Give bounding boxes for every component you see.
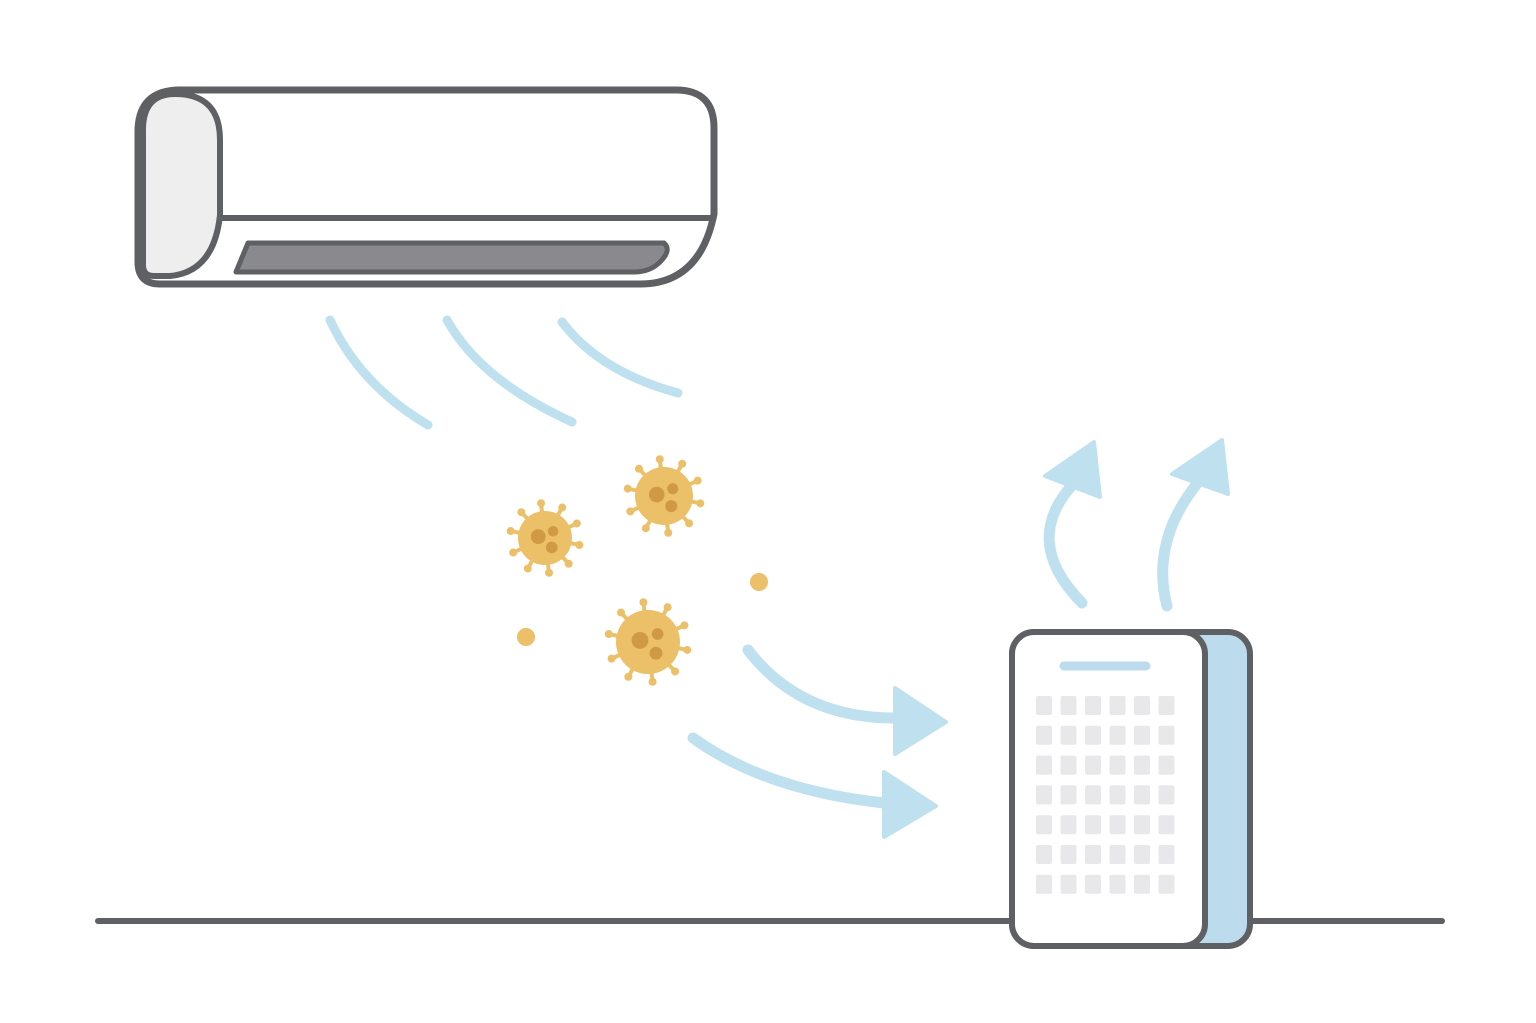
grille-cell [1060, 785, 1077, 805]
grille-cell [1134, 755, 1150, 775]
ac-vent [233, 240, 670, 275]
grille-cell [1036, 785, 1052, 805]
grille-cell [1036, 874, 1052, 894]
grille-cell [1085, 785, 1101, 805]
grille-cell [1134, 845, 1150, 864]
grille-cell [1060, 725, 1077, 745]
grille-cell [1158, 696, 1175, 715]
air-conditioner-icon [134, 86, 718, 288]
germ-icon [604, 598, 692, 686]
grille-cell [1036, 725, 1052, 745]
grille-cell [1036, 815, 1052, 835]
grille-cell [1109, 725, 1126, 745]
grille-cell [1036, 845, 1052, 864]
grille-cell [1036, 696, 1052, 715]
grille-cell [1060, 755, 1077, 775]
grille-cell [1109, 815, 1126, 835]
ac-end-cap [140, 90, 223, 279]
grille-cell [1109, 845, 1126, 864]
grille-cell [1085, 845, 1101, 864]
germ-icon [506, 499, 584, 577]
germ-icon [623, 455, 705, 537]
grille-cell [1158, 755, 1175, 775]
air-purifier-icon [1009, 629, 1253, 949]
grille-cell [1060, 696, 1077, 715]
grille-cell [1036, 755, 1052, 775]
grille-cell [1109, 785, 1126, 805]
airflow-line [325, 315, 433, 430]
grille-cell [1085, 696, 1101, 715]
grille-cell [1060, 874, 1077, 894]
grille-cell [1158, 785, 1175, 805]
grille-cell [1134, 696, 1150, 715]
grille-cell [1158, 725, 1175, 745]
dust-particle-icon [750, 573, 768, 591]
grille-cell [1109, 874, 1126, 894]
purifier-front-panel [1009, 629, 1208, 949]
grille-cell [1158, 815, 1175, 835]
grille-cell [1158, 874, 1175, 894]
grille-cell [1109, 755, 1126, 775]
airflow-arrow-icon [1043, 440, 1102, 609]
airflow-line [442, 315, 577, 427]
grille-cell [1085, 874, 1101, 894]
grille-cell [1060, 845, 1077, 864]
airflow-line [557, 317, 683, 398]
purifier-grille [1036, 696, 1175, 894]
grille-cell [1085, 815, 1101, 835]
grille-cell [1134, 725, 1150, 745]
airflow-arrow-icon [1157, 438, 1230, 612]
grille-cell [1085, 755, 1101, 775]
outflow-airflow [1043, 438, 1230, 612]
grille-cell [1134, 785, 1150, 805]
grille-cell [1134, 874, 1150, 894]
grille-cell [1158, 845, 1175, 864]
grille-cell [1109, 696, 1126, 715]
airflow-arrow-icon [687, 732, 938, 839]
airflow-arrow-icon [742, 644, 948, 756]
ac-body [134, 86, 718, 288]
germ-group [506, 455, 768, 686]
grille-cell [1060, 815, 1077, 835]
grille-cell [1134, 815, 1150, 835]
intake-airflow [687, 644, 948, 839]
dust-particle-icon [517, 628, 535, 646]
ac-airflow [325, 315, 683, 430]
grille-cell [1085, 725, 1101, 745]
